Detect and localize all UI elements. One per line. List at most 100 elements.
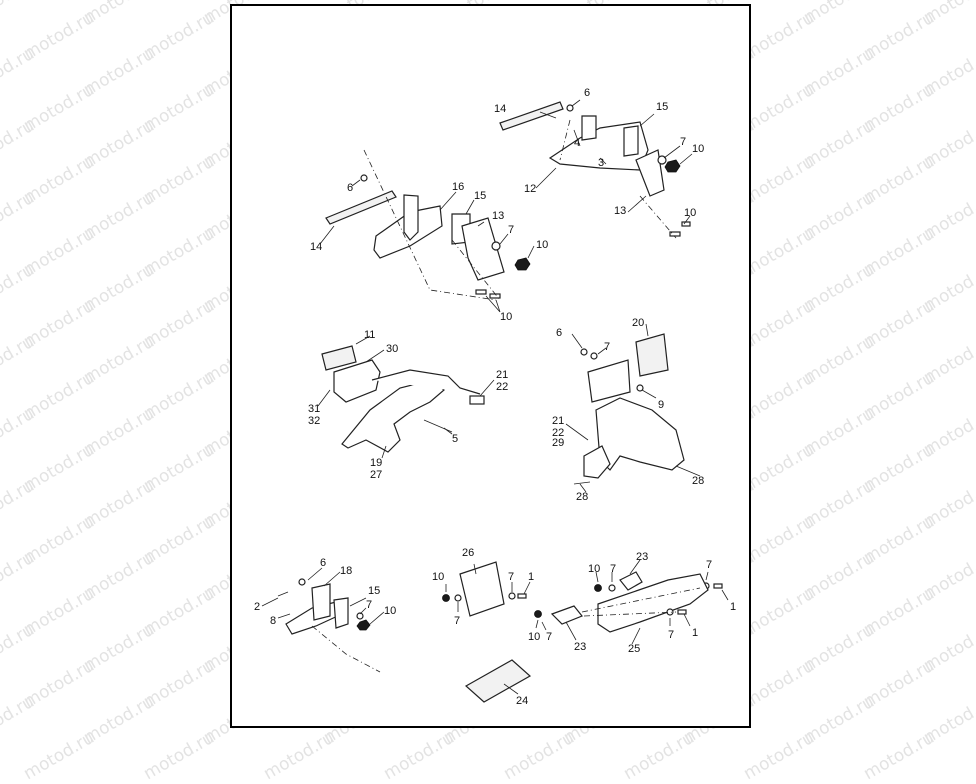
washer bbox=[454, 594, 462, 602]
part-callout-number: 7 bbox=[680, 136, 686, 148]
bolt-head bbox=[636, 384, 644, 392]
part-callout-number: 11 bbox=[364, 329, 375, 341]
part-callout-number: 10 bbox=[692, 143, 704, 155]
side-bracket bbox=[311, 583, 331, 621]
watermark-text: motod.ru bbox=[860, 727, 938, 784]
part-callout-number: 23 bbox=[574, 641, 586, 653]
part-callout-number: 7 bbox=[604, 341, 610, 353]
part-callout-number: 10 bbox=[588, 563, 600, 575]
trim-strip bbox=[499, 101, 564, 131]
fastener bbox=[475, 289, 487, 295]
part-callout-number: 20 bbox=[632, 317, 644, 329]
support-bracket bbox=[635, 149, 665, 197]
fastener bbox=[681, 221, 691, 227]
part-callout-number: 22 bbox=[496, 381, 508, 393]
part-callout-number: 16 bbox=[452, 181, 464, 193]
part-callout-number: 1 bbox=[692, 627, 698, 639]
part-callout-number: 9 bbox=[658, 399, 664, 411]
fastener bbox=[489, 293, 501, 299]
bolt-head bbox=[360, 174, 368, 182]
fastener bbox=[713, 583, 723, 589]
part-callout-number: 19 bbox=[370, 457, 382, 469]
part-callout-number: 7 bbox=[668, 629, 674, 641]
group-lower-right bbox=[534, 559, 729, 645]
part-callout-number: 28 bbox=[692, 475, 704, 487]
part-callout-number: 7 bbox=[366, 599, 372, 611]
group-middle-left bbox=[317, 335, 495, 459]
part-callout-number: 10 bbox=[384, 605, 396, 617]
fastener bbox=[517, 593, 527, 599]
nut bbox=[594, 584, 602, 592]
watermark-text: motod.ru bbox=[260, 727, 338, 784]
reflector-plate bbox=[635, 333, 669, 377]
part-callout-number: 7 bbox=[508, 571, 514, 583]
group-lower-middle bbox=[442, 561, 532, 703]
part-callout-number: 21 bbox=[496, 369, 508, 381]
washer bbox=[356, 612, 364, 620]
part-callout-number: 23 bbox=[636, 551, 648, 563]
part-callout-number: 10 bbox=[500, 311, 512, 323]
lens bbox=[619, 571, 643, 591]
bolt-head bbox=[580, 348, 588, 356]
washer bbox=[590, 352, 598, 360]
part-callout-number: 13 bbox=[614, 205, 626, 217]
washer bbox=[608, 584, 616, 592]
mounting-bracket bbox=[587, 359, 631, 403]
part-callout-number: 3 bbox=[598, 157, 604, 169]
mount-bracket bbox=[333, 597, 349, 629]
part-callout-number: 6 bbox=[320, 557, 326, 569]
rear-fender-panel bbox=[595, 397, 685, 471]
group-upper-left bbox=[319, 149, 535, 313]
group-upper-right bbox=[499, 99, 693, 239]
watermark-text: motod.ru bbox=[500, 727, 578, 784]
side-bracket bbox=[403, 194, 419, 241]
part-callout-number: 6 bbox=[347, 182, 353, 194]
part-callout-number: 10 bbox=[536, 239, 548, 251]
part-callout-number: 7 bbox=[508, 224, 514, 236]
watermark-text: motod.ru bbox=[140, 727, 218, 784]
mount-bracket bbox=[623, 125, 639, 157]
part-callout-number: 31 bbox=[308, 403, 320, 415]
part-callout-number: 4 bbox=[574, 137, 580, 149]
nut bbox=[534, 610, 542, 618]
support-rail bbox=[371, 369, 481, 395]
part-callout-number: 29 bbox=[552, 437, 564, 449]
part-callout-number: 10 bbox=[432, 571, 444, 583]
bolt-head bbox=[566, 104, 574, 112]
part-callout-number: 25 bbox=[628, 643, 640, 655]
washer bbox=[508, 592, 516, 600]
lamp-housing bbox=[597, 573, 709, 633]
part-callout-number: 7 bbox=[454, 615, 460, 627]
part-callout-number: 7 bbox=[706, 559, 712, 571]
part-callout-number: 22 bbox=[552, 427, 564, 439]
part-callout-number: 14 bbox=[494, 103, 506, 115]
part-callout-number: 6 bbox=[584, 87, 590, 99]
reflector bbox=[321, 345, 357, 371]
part-callout-number: 15 bbox=[474, 190, 486, 202]
connector bbox=[469, 395, 485, 405]
part-callout-number: 8 bbox=[270, 615, 276, 627]
watermark-text: motod.ru bbox=[380, 727, 458, 784]
side-bracket bbox=[581, 115, 597, 141]
grille-panel bbox=[464, 659, 532, 703]
part-callout-number: 10 bbox=[684, 207, 696, 219]
lens bbox=[550, 605, 583, 625]
nut bbox=[442, 594, 450, 602]
fastener bbox=[669, 231, 681, 237]
part-callout-number: 1 bbox=[528, 571, 534, 583]
part-callout-number: 13 bbox=[492, 210, 504, 222]
part-callout-number: 5 bbox=[452, 433, 458, 445]
part-callout-number: 28 bbox=[576, 491, 588, 503]
cover-plate bbox=[459, 561, 505, 617]
nut bbox=[356, 619, 371, 631]
part-callout-number: 15 bbox=[656, 101, 668, 113]
part-callout-number: 27 bbox=[370, 469, 382, 481]
group-lower-left bbox=[261, 567, 385, 673]
part-callout-number: 15 bbox=[368, 585, 380, 597]
washer bbox=[491, 241, 501, 251]
part-callout-number: 2 bbox=[254, 601, 260, 613]
part-callout-number: 21 bbox=[552, 415, 564, 427]
part-callout-number: 18 bbox=[340, 565, 352, 577]
tail-light bbox=[583, 445, 611, 479]
